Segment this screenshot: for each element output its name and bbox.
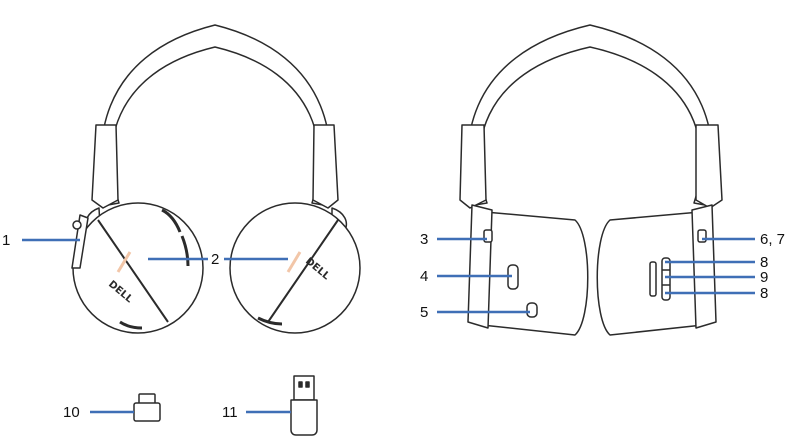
callout-11: 11 (222, 404, 238, 421)
callout-4: 4 (420, 268, 428, 285)
callout-10: 10 (63, 404, 80, 421)
usb-c-dongle-icon (134, 394, 160, 421)
usb-a-dongle-icon (291, 376, 317, 435)
headset-rear-icon (460, 25, 722, 335)
callout-2: 2 (211, 251, 219, 268)
callout-6-7: 6, 7 (760, 231, 785, 248)
headset-front-icon: DELL DELL (72, 25, 360, 333)
callout-5: 5 (420, 304, 428, 321)
callout-9: 9 (760, 269, 768, 286)
callout-8-lower: 8 (760, 285, 768, 302)
callout-3: 3 (420, 231, 428, 248)
callout-1: 1 (2, 232, 10, 249)
